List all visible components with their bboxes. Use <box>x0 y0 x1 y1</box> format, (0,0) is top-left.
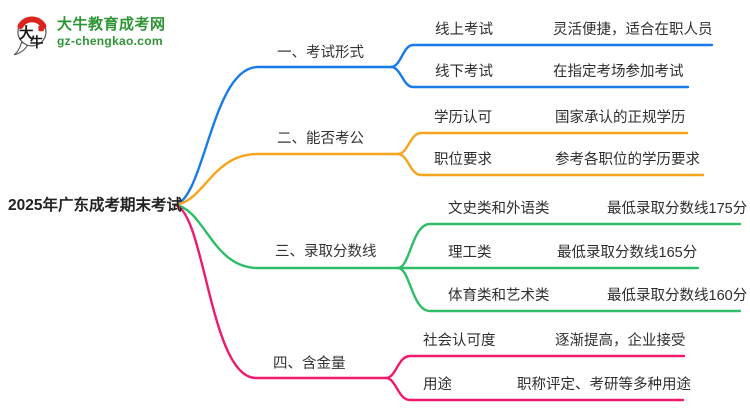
branch-4-main-line <box>173 203 388 380</box>
branch-2-child-2-label: 职位要求 <box>434 152 492 168</box>
branch-4-child-1-detail: 逐渐提高，企业接受 <box>555 333 686 349</box>
site-logo-title: 大牛教育成考网 <box>57 16 166 33</box>
branch-3-child-3-line <box>396 266 742 313</box>
branch-1-child-1-detail: 灵活便捷，适合在职人员 <box>553 22 713 38</box>
logo-char-da: 大 <box>19 24 34 42</box>
branch-3-lines <box>173 203 742 313</box>
branch-3-child-2-detail: 最低录取分数线165分 <box>557 245 698 261</box>
branch-3-child-1-line <box>396 222 742 270</box>
logo-red-arc <box>17 16 47 30</box>
site-logo-bull-icon: 大 牛 <box>13 16 47 56</box>
branch-2-child-1-label: 学历认可 <box>434 110 492 126</box>
site-logo-domain: gz-chengkao.com <box>57 34 163 49</box>
branch-3-child-1-label: 文史类和外语类 <box>448 201 550 217</box>
branch-3-label: 三、录取分数线 <box>275 244 377 260</box>
logo-red-seal <box>38 25 44 32</box>
branch-1-main-line <box>173 65 393 207</box>
branch-4-child-2-label: 用途 <box>423 377 452 393</box>
branch-1-lines <box>173 43 714 207</box>
branch-1-child-1-line <box>389 43 714 69</box>
logo-bubble-tail <box>13 41 29 56</box>
branch-1-label: 一、考试形式 <box>277 45 364 61</box>
branch-4-child-2-detail: 职称评定、考研等多种用途 <box>517 377 691 393</box>
branch-4-child-1-line <box>384 354 686 380</box>
mindmap-root-label: 2025年广东成考期末考试 <box>8 197 182 214</box>
branch-4-child-2-line <box>384 376 685 402</box>
branch-4-child-1-label: 社会认可度 <box>423 333 496 349</box>
site-logo-text: 大牛教育成考网 gz-chengkao.com <box>57 16 166 48</box>
branch-3-child-3-label: 体育类和艺术类 <box>448 288 550 304</box>
branch-3-child-1-detail: 最低录取分数线175分 <box>607 201 748 217</box>
branch-3-child-3-detail: 最低录取分数线160分 <box>607 288 748 304</box>
branch-1-child-2-line <box>389 65 690 89</box>
branch-2-child-1-detail: 国家承认的正规学历 <box>555 110 686 126</box>
branch-2-lines <box>173 131 705 207</box>
branch-1-child-2-label: 线下考试 <box>435 64 493 80</box>
branch-1-child-2-detail: 在指定考场参加考试 <box>553 64 684 80</box>
logo-char-niu: 牛 <box>30 34 44 50</box>
branch-2-main-line <box>173 152 400 207</box>
branch-4-label: 四、含金量 <box>273 356 346 372</box>
branch-1-child-1-label: 线上考试 <box>435 22 493 38</box>
branch-3-main-line <box>173 203 400 270</box>
branch-2-child-2-detail: 参考各职位的学历要求 <box>555 152 700 168</box>
branch-2-child-1-line <box>396 131 689 156</box>
branch-4-lines <box>173 203 686 402</box>
site-logo[interactable]: 大 牛 大牛教育成考网 gz-chengkao.com <box>12 12 166 58</box>
branch-2-child-2-line <box>396 152 705 177</box>
branch-2-label: 二、能否考公 <box>277 131 364 147</box>
branch-3-child-2-label: 理工类 <box>448 245 492 261</box>
